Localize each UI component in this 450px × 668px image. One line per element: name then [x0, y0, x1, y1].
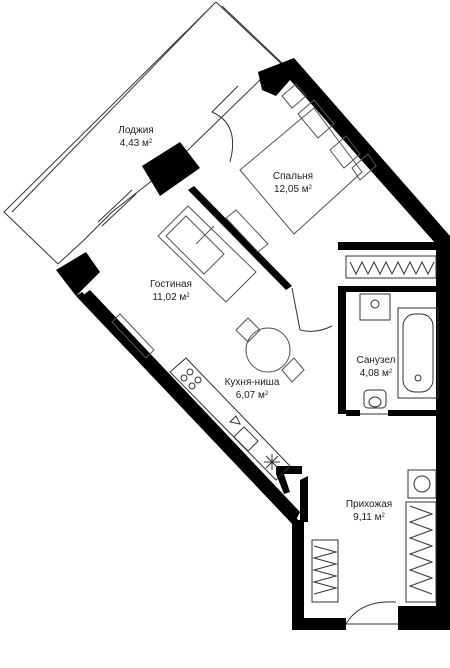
label-bedroom: Спальня 12,05 м2: [272, 171, 314, 195]
loggia-door: [97, 85, 239, 227]
living-sofa: [157, 205, 257, 303]
bedroom-door: [291, 287, 333, 332]
label-kitchen: Кухня-ниша 6,07 м2: [224, 377, 280, 401]
interior-walls: [188, 186, 444, 494]
label-living: Гостиная 11,02 м2: [150, 279, 192, 303]
label-loggia: Лоджия 4,43 м2: [118, 125, 154, 149]
bedroom-bed: [225, 83, 377, 253]
label-hallway: Прихожая 9,11 м2: [345, 499, 393, 523]
kitchen-unit: [169, 357, 291, 481]
entrance-door: [345, 601, 398, 625]
hallway-wardrobe: [405, 469, 437, 603]
bathroom-fixtures: [359, 293, 439, 409]
label-bathroom: Санузел 4,08 м2: [356, 355, 396, 379]
dining-table: [235, 317, 305, 383]
hallway-closet-top: [345, 255, 437, 279]
living-radiator: [111, 313, 155, 359]
hallway-shelf: [311, 539, 339, 603]
